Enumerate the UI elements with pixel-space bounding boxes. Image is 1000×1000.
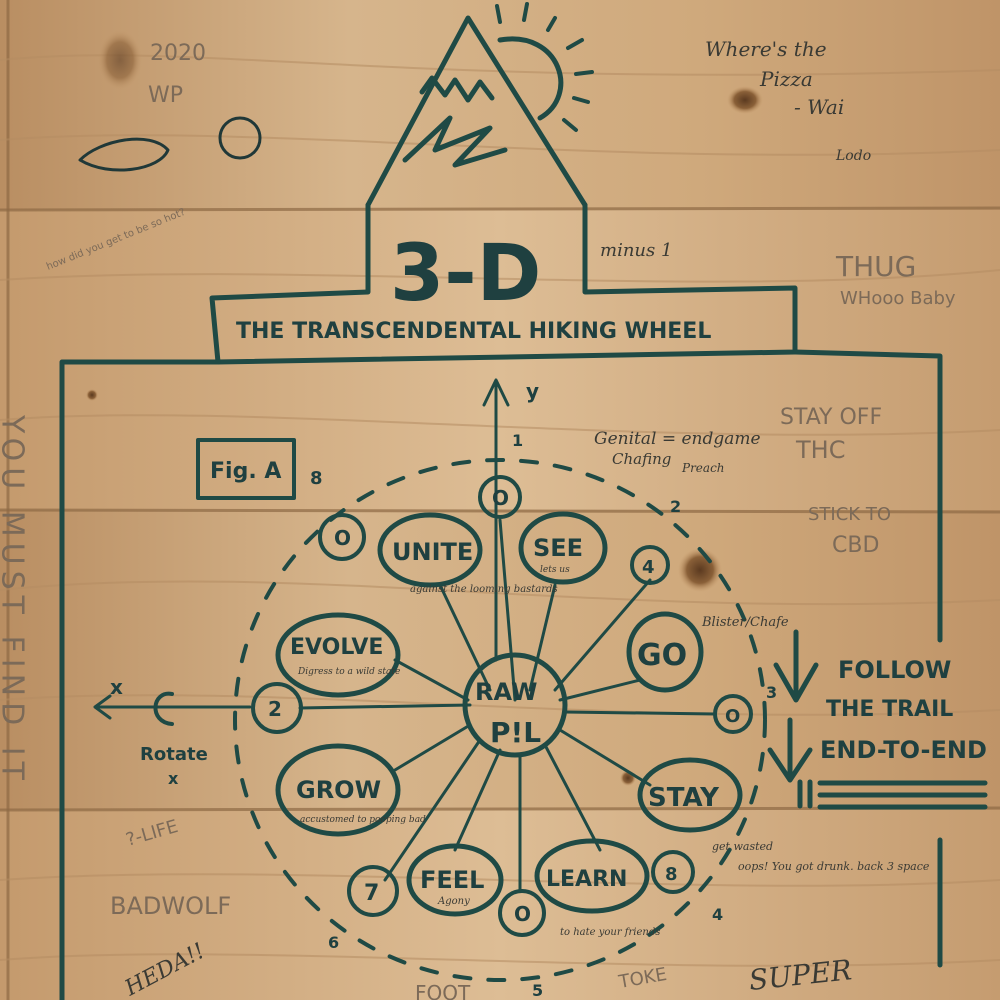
num-5: 5 xyxy=(532,981,543,1000)
hub-line1: RAW xyxy=(475,678,537,706)
rotate-x-label: x xyxy=(168,769,179,788)
svg-text:STAY OFF: STAY OFF xyxy=(780,405,882,430)
trail-line2: THE TRAIL xyxy=(826,697,953,722)
title-banner: THE TRANSCENDENTAL HIKING WHEEL xyxy=(236,319,711,344)
stay-off-note: STAY OFF THC STICK TO CBD xyxy=(780,405,891,558)
num-8-bottom: 8 xyxy=(665,864,678,885)
note-unite: against the looming bastards xyxy=(410,584,558,595)
graffiti-thug: THUG xyxy=(835,250,916,283)
num-4-top: 4 xyxy=(642,557,655,578)
svg-text:Chafing: Chafing xyxy=(612,450,671,468)
num-2: 2 xyxy=(268,697,282,721)
title-minus-note: minus 1 xyxy=(600,240,672,261)
down-arrow-icon xyxy=(773,629,819,703)
note-evolve: Digress to a wild state xyxy=(297,667,400,677)
note-stay: get wasted xyxy=(712,840,773,853)
hub: RAW P!L xyxy=(462,652,568,758)
rotate-label: Rotate xyxy=(140,744,208,765)
node-evolve: EVOLVE xyxy=(290,635,383,660)
axes: y x Rotate x xyxy=(93,378,539,788)
spokes xyxy=(298,518,717,892)
graffiti-badwolf: BADWOLF xyxy=(110,892,231,920)
orbit-circle xyxy=(233,458,767,982)
zero-bottom: O xyxy=(514,902,531,926)
node-learn: LEARN xyxy=(546,867,627,892)
svg-text:THC: THC xyxy=(795,436,845,464)
oops-note: oops! You got drunk. back 3 space xyxy=(738,860,930,873)
down-arrow-icon-2 xyxy=(767,717,813,783)
diagram-frame xyxy=(59,349,943,1000)
graffiti-vertical: YOU MUST FIND IT xyxy=(0,414,30,786)
svg-text:Lodo: Lodo xyxy=(835,148,871,164)
node-see: SEE xyxy=(533,534,583,562)
node-stay: STAY xyxy=(648,783,720,813)
node-unite: UNITE xyxy=(392,538,473,566)
rotate-arrow-icon xyxy=(153,691,174,726)
zero-right: O xyxy=(725,706,740,727)
num-4-bottom: 4 xyxy=(712,905,723,924)
axis-y-label: y xyxy=(526,379,539,403)
fig-label: Fig. A xyxy=(210,459,281,484)
title-box: 3-D minus 1 THE TRANSCENDENTAL HIKING WH… xyxy=(209,202,798,365)
svg-text:Pizza: Pizza xyxy=(759,67,813,91)
mountain-sun-icon xyxy=(365,2,594,208)
graffiti-year: 2020 xyxy=(150,41,206,66)
svg-text:STICK TO: STICK TO xyxy=(808,504,891,525)
axis-x-label: x xyxy=(110,675,123,699)
node-grow: GROW xyxy=(296,776,381,804)
svg-text:CBD: CBD xyxy=(832,533,879,558)
trail-line3: END-TO-END xyxy=(820,736,987,764)
num-6: 6 xyxy=(328,933,339,952)
zero-top: O xyxy=(492,486,509,510)
graffiti-bottom: FOOT xyxy=(415,981,471,1000)
num-2-top: 2 xyxy=(670,497,681,516)
graffiti-whoo: WHooo Baby xyxy=(840,288,956,309)
trail-block: FOLLOW THE TRAIL END-TO-END xyxy=(767,629,988,810)
title-3d: 3-D xyxy=(390,229,541,319)
trail-line1: FOLLOW xyxy=(838,656,951,684)
note-go: Blister/Chafe xyxy=(701,615,789,630)
num-8: 8 xyxy=(310,468,323,489)
num-3: 3 xyxy=(766,683,777,702)
orbit-nodes: O 1 O 8 4 2 O 3 2 7 6 O 5 8 4 xyxy=(251,431,777,1000)
pizza-note: Where's the Pizza - Wai Lodo xyxy=(705,37,871,164)
fig-label-box xyxy=(196,438,296,500)
note-see: lets us xyxy=(540,565,570,575)
svg-text:- Wai: - Wai xyxy=(794,95,844,119)
svg-text:Genital = endgame: Genital = endgame xyxy=(594,429,761,449)
node-go: GO xyxy=(637,638,687,673)
zero-top-left: O xyxy=(334,526,351,550)
note-feel: Agony xyxy=(437,896,470,907)
node-feel: FEEL xyxy=(420,866,484,894)
genital-note: Genital = endgame Chafing Preach xyxy=(594,429,761,475)
note-learn: to hate your friends xyxy=(560,927,660,938)
num-7: 7 xyxy=(364,881,379,906)
hub-line2: P!L xyxy=(490,716,541,749)
svg-text:Preach: Preach xyxy=(681,461,725,475)
spoke-nodes: UNITE against the looming bastards SEE l… xyxy=(275,511,789,938)
note-grow: accustomed to pooping bad xyxy=(300,815,426,825)
num-1: 1 xyxy=(512,431,523,450)
graffiti-tag-left: WP xyxy=(148,83,183,108)
svg-text:Where's the: Where's the xyxy=(705,37,827,61)
